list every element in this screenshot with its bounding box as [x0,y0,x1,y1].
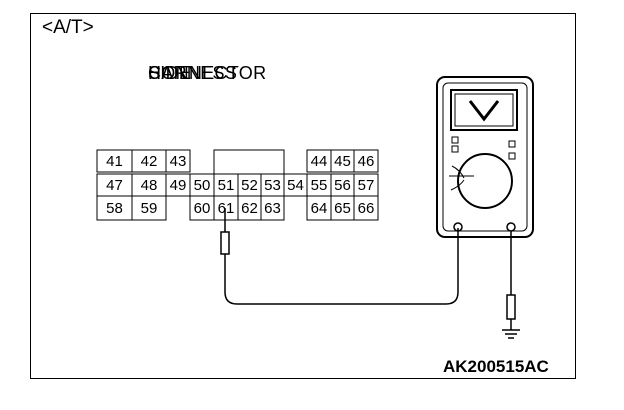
overlap-word: CONNECTOR [148,63,267,83]
pin-label: 63 [264,200,281,217]
pin-label: 62 [241,200,258,217]
pin-label: 54 [287,177,304,194]
pin-label: 64 [310,200,328,217]
section-label: <A/T> [42,17,94,38]
pin-label: 48 [140,177,158,194]
pin-label: 42 [140,153,158,170]
pin-label: 47 [106,177,123,194]
overlap-word: SIDE [148,63,192,83]
pin-label: 45 [334,153,351,170]
pin-label: 57 [357,177,375,194]
pin-label: 58 [106,200,123,217]
pin-label: 65 [334,200,351,217]
voltmeter-icon [436,76,534,238]
pin-label: 59 [140,200,158,217]
pin-label: 41 [106,153,123,170]
connector-block [96,149,379,221]
pin-label: 55 [310,177,328,194]
overlap-word: HARNESS [148,63,238,83]
pin-label: 44 [310,153,328,170]
pin-label: 49 [169,177,187,194]
pin-label: 60 [193,200,211,217]
pin-label: 53 [264,177,281,194]
pin-label: 66 [357,200,375,217]
pin-label: 46 [357,153,375,170]
ground-icon [502,329,520,339]
pin-label: 51 [217,177,235,194]
ground-lead [506,231,516,330]
diagram-frame [30,13,576,379]
pin-label: 50 [193,177,211,194]
pin-label: 52 [241,177,258,194]
connector-title-overlap: CONNECTOR HARNESS SIDE [148,63,348,85]
probe-icon [220,208,459,305]
figure-id: AK200515AC [443,357,549,376]
probed-pin-label: 61 [217,200,235,217]
pin-label: 56 [334,177,351,194]
pin-label: 43 [169,153,187,170]
